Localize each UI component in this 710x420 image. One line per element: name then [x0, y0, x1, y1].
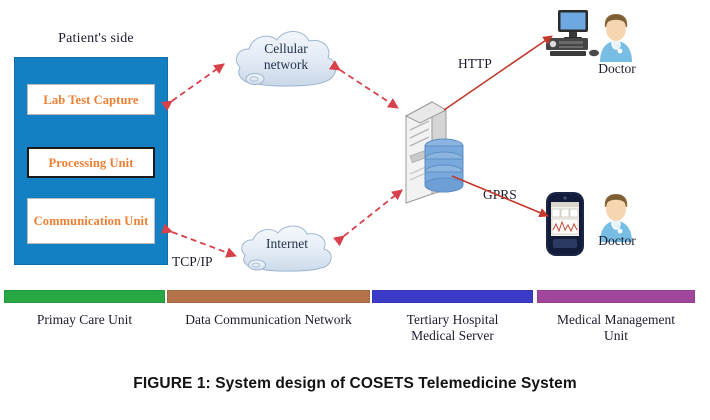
cellular-network-cloud[interactable]: Cellular network: [228, 24, 344, 96]
legend-item-data-communication-network: Data Communication Network: [167, 290, 370, 328]
http-link-label: HTTP: [458, 56, 492, 71]
communication-unit[interactable]: Communication Unit: [27, 198, 155, 244]
legend-label-primary-care: Primay Care Unit: [4, 312, 165, 328]
legend-label-line1: Tertiary Hospital: [406, 312, 499, 327]
cloud-icon: [235, 31, 337, 87]
arrow-patient-cellular: [160, 63, 225, 112]
legend-label-medical-management: Medical Management Unit: [537, 312, 695, 344]
internet-cloud[interactable]: Internet: [232, 222, 342, 278]
legend-label-line1: Medical Management: [556, 312, 676, 327]
legend-item-tertiary-hospital: Tertiary Hospital Medical Server: [372, 290, 533, 344]
lab-test-capture-label: Lab Test Capture: [43, 92, 139, 107]
processing-unit-label: Processing Unit: [48, 155, 134, 170]
gprs-link-label: GPRS: [483, 187, 517, 202]
legend-item-medical-management: Medical Management Unit: [537, 290, 695, 344]
legend-swatch-blue: [372, 290, 533, 303]
doctor-avatar-top: [594, 10, 638, 62]
legend-swatch-purple: [537, 290, 695, 303]
cloud-icon: [241, 225, 332, 272]
legend-label-tertiary-hospital: Tertiary Hospital Medical Server: [372, 312, 533, 344]
legend-swatch-green: [4, 290, 165, 303]
legend-label-line1: Primay Care Unit: [36, 312, 133, 327]
legend-label-data-communication-network: Data Communication Network: [167, 312, 370, 328]
server-icon[interactable]: [396, 90, 466, 208]
arrow-cellular-server: [328, 60, 399, 109]
arrow-internet-server: [333, 189, 403, 247]
doctor-icon: [600, 14, 632, 62]
lab-test-capture-unit[interactable]: Lab Test Capture: [27, 84, 155, 115]
legend-label-line1: Data Communication Network: [185, 312, 352, 327]
legend-label-line2: Unit: [603, 327, 628, 343]
communication-unit-label: Communication Unit: [33, 214, 149, 228]
tcpip-link-label: TCP/IP: [172, 254, 213, 269]
arrow-patient-internet: [161, 223, 238, 258]
mobile-phone-icon[interactable]: [544, 190, 586, 258]
legend: Primay Care Unit Data Communication Netw…: [0, 290, 710, 360]
patient-side-label: Patient's side: [58, 31, 134, 46]
smartphone-icon: [546, 192, 584, 256]
legend-item-primary-care: Primay Care Unit: [4, 290, 165, 328]
patient-side-box: Lab Test Capture Processing Unit Communi…: [14, 57, 168, 265]
figure-caption: FIGURE 1: System design of COSETS Teleme…: [133, 375, 577, 392]
processing-unit[interactable]: Processing Unit: [27, 147, 155, 178]
doctor-icon: [600, 194, 632, 242]
doctor-label-top: Doctor: [598, 61, 636, 76]
legend-swatch-brown: [167, 290, 370, 303]
doctor-avatar-bottom: [594, 190, 638, 242]
legend-label-line2: Medical Server: [411, 327, 494, 343]
server-tower-database-icon: [404, 101, 464, 204]
doctor-label-bottom: Doctor: [598, 233, 636, 248]
